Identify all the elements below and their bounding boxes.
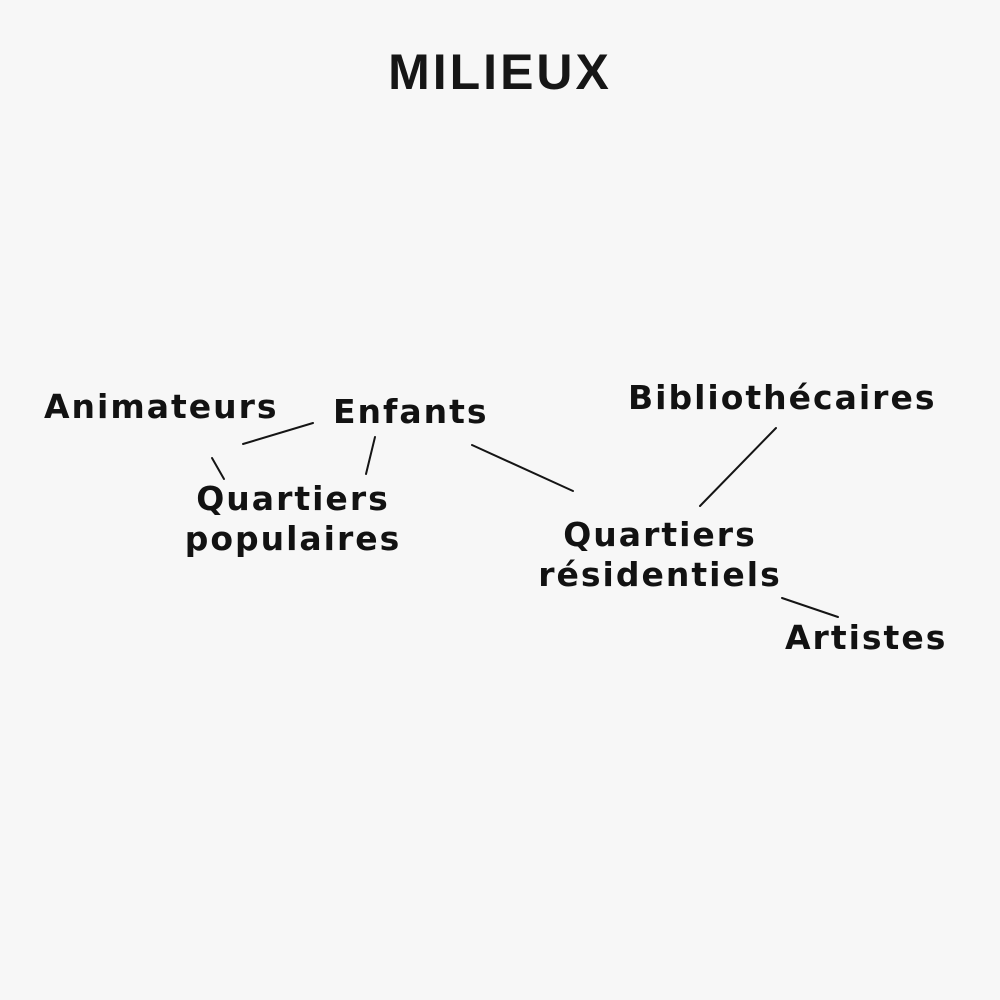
- node-animateurs: Animateurs: [44, 387, 279, 426]
- node-quartiers-populaires-line-2: populaires: [184, 519, 402, 558]
- edge-quartiers-residentiels-artistes: [781, 597, 839, 618]
- node-quartiers-populaires: Quartiers populaires: [185, 479, 402, 559]
- node-artistes: Artistes: [785, 618, 948, 657]
- edge-bibliothecaires-quartiers-residentiels: [699, 427, 777, 507]
- node-bibliothecaires: Bibliothécaires: [628, 378, 937, 417]
- node-quartiers-residentiels: Quartiers résidentiels: [538, 515, 782, 595]
- edge-animateurs-enfants: [242, 422, 314, 445]
- edge-enfants-quartiers-populaires: [365, 436, 376, 475]
- node-quartiers-residentiels-line-2: résidentiels: [538, 555, 782, 594]
- node-quartiers-populaires-line-1: Quartiers: [196, 479, 390, 518]
- diagram-title: MILIEUX: [388, 44, 612, 100]
- node-quartiers-residentiels-line-1: Quartiers: [563, 515, 757, 554]
- edge-animateurs-quartiers-populaires: [211, 457, 225, 480]
- edge-enfants-quartiers-residentiels: [471, 444, 574, 492]
- node-enfants: Enfants: [333, 392, 489, 431]
